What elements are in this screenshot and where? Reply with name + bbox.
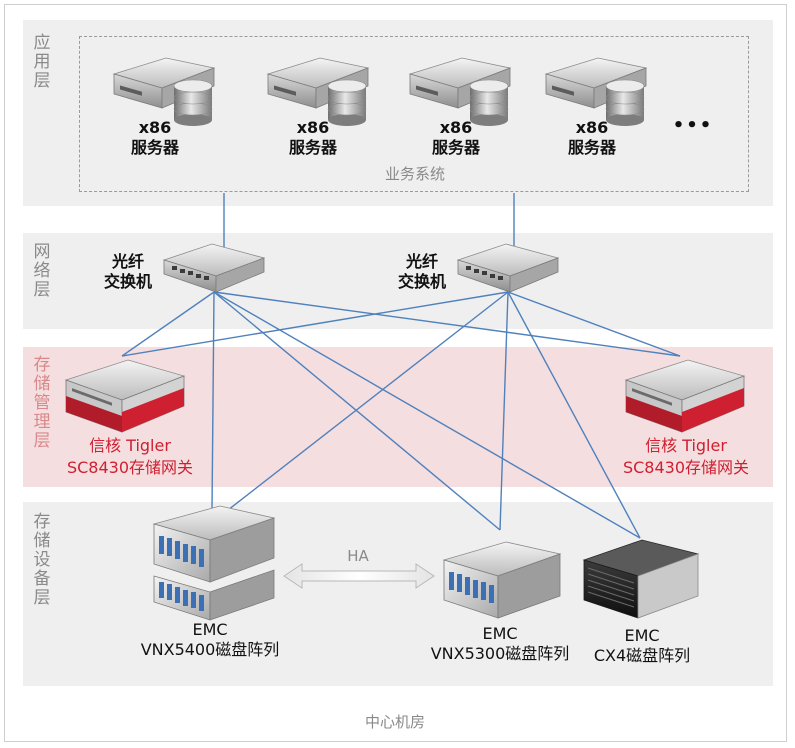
fiber-link-line [121, 291, 215, 357]
fibre-switch-icon [162, 243, 266, 293]
network-layer-band [23, 233, 773, 329]
network-layer-label: 网 络 层 [33, 242, 51, 300]
data-center-caption: 中心机房 [364, 713, 425, 731]
vnx5400-array-icon [152, 505, 276, 621]
switch-label: 光纤 交换机 [103, 252, 152, 291]
fiber-link-line [213, 291, 501, 531]
server-label: x86 服务器 [431, 118, 480, 157]
fiber-links [121, 193, 681, 539]
x86-server-icon [266, 57, 370, 126]
ha-arrow-icon [283, 563, 435, 589]
fiber-link-line [213, 291, 641, 539]
fiber-link-line [227, 291, 509, 511]
gateway-label-brand: 信核 Tigler [645, 436, 727, 455]
application-layer-band [23, 20, 773, 206]
gateway-label-brand: 信核 Tigler [89, 436, 171, 455]
gateway-label-model: SC8430存储网关 [622, 458, 750, 477]
cx4-label: EMC CX4磁盘阵列 [593, 626, 691, 665]
ha-label: HA [347, 547, 369, 565]
fibre-switch-icon [456, 243, 560, 293]
fiber-link-line [211, 291, 215, 511]
x86-server-icon [112, 57, 216, 126]
switch-label: 光纤 交换机 [397, 252, 446, 291]
fiber-link-line [121, 291, 509, 357]
more-servers-indicator: ••• [672, 115, 714, 136]
cx4-array-icon [582, 539, 700, 619]
business-system-group [79, 36, 749, 192]
vnx5300-array-icon [442, 541, 562, 619]
vnx5400-label: EMC VNX5400磁盘阵列 [140, 620, 280, 659]
x86-server-icon [408, 57, 512, 126]
storage-management-layer-label: 存 储 管 理 层 [33, 355, 51, 451]
server-label: x86 服务器 [567, 118, 616, 157]
business-system-caption: 业务系统 [384, 165, 445, 183]
storage-device-layer-label: 存 储 设 备 层 [33, 512, 51, 608]
fiber-link-line [507, 291, 681, 357]
vnx5300-label: EMC VNX5300磁盘阵列 [430, 624, 570, 663]
storage-gateway-icon [624, 359, 746, 433]
gateway-label-model: SC8430存储网关 [66, 458, 194, 477]
x86-server-icon [544, 57, 648, 126]
fiber-link-line [499, 291, 509, 531]
server-label: x86 服务器 [288, 118, 337, 157]
fiber-link-line [213, 291, 681, 357]
storage-gateway-icon [64, 359, 186, 433]
application-layer-label: 应 用 层 [33, 33, 51, 91]
fiber-link-line [507, 291, 641, 539]
server-label: x86 服务器 [130, 118, 179, 157]
